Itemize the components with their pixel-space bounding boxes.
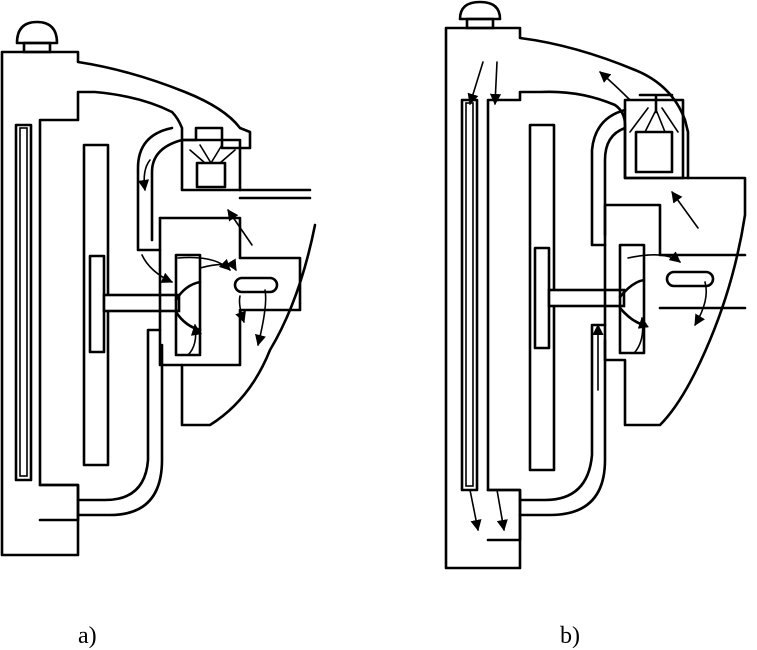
radiator-cap-b	[458, 0, 502, 30]
caption-a: a)	[78, 623, 97, 649]
radiator-cap-a	[15, 20, 59, 54]
fan-a	[82, 143, 181, 467]
engine-block-a	[158, 188, 317, 427]
radiator-a	[0, 50, 252, 557]
flow-arrows-b	[467, 61, 708, 532]
lower-hose-a	[76, 328, 164, 517]
flow-arrows-a	[137, 159, 267, 356]
bypass-pipe-a	[136, 126, 184, 252]
caption-b: b)	[560, 623, 580, 649]
fan-b	[528, 123, 626, 472]
diagram-b: b)	[444, 0, 747, 649]
engine-block-b	[603, 176, 747, 427]
thermostat-b	[623, 93, 685, 180]
diagram-a: a)	[0, 20, 317, 649]
lower-hose-b	[518, 323, 607, 517]
bypass-pipe-b	[590, 108, 627, 247]
thermostat-a	[180, 138, 242, 192]
